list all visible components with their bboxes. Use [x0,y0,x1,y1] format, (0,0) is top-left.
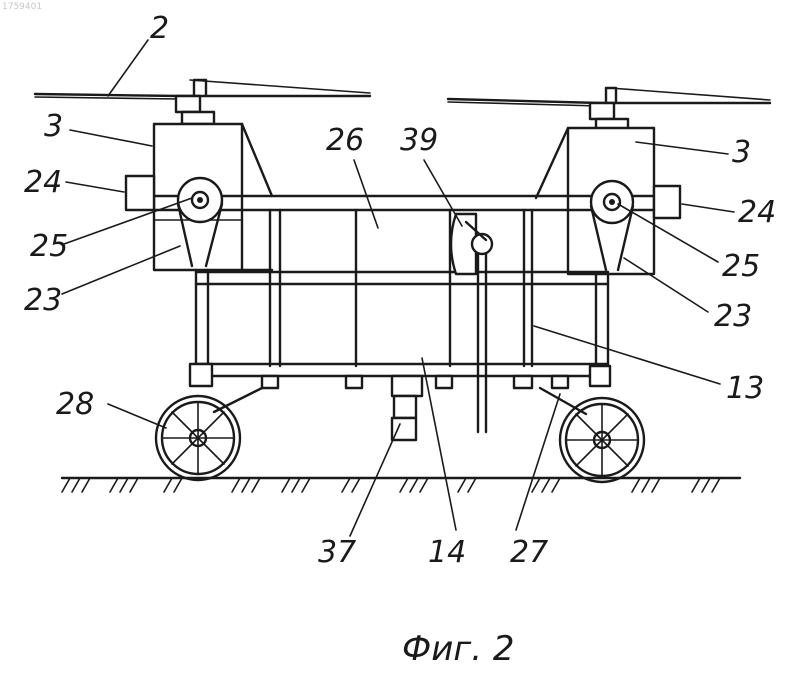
label-27: 27 [510,535,548,570]
label-39-unit: 39 [400,123,438,158]
label-2-rotor: 2 [150,11,169,46]
label-3-right-nacelle: 3 [732,135,751,170]
ground-line [62,478,740,492]
label-25-left: 25 [30,229,68,264]
figure-caption: Фиг. 2 [402,629,514,669]
label-37-support: 37 [318,535,356,570]
label-14-shaft: 14 [428,535,466,570]
label-24-left: 24 [24,165,62,200]
rotor-right [448,88,770,129]
rotor-left [35,80,370,124]
archive-stamp: 1759401 [2,2,42,12]
label-13-frame: 13 [726,371,764,406]
label-26-tank: 26 [326,123,364,158]
label-25-right: 25 [722,249,760,284]
label-3-left-nacelle: 3 [44,109,63,144]
label-28-wheel: 28 [56,387,94,422]
label-23-left: 23 [24,283,62,318]
wheel-right [540,388,644,482]
wheel-left [156,388,262,480]
label-23-right: 23 [714,299,752,334]
label-24-right: 24 [738,195,776,230]
